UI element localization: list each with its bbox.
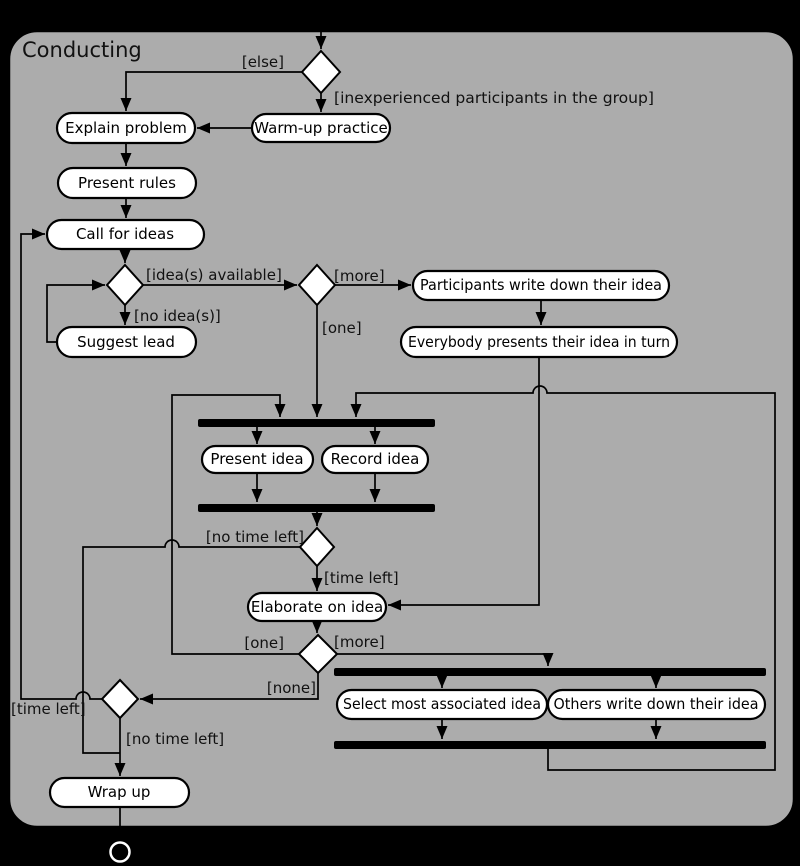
- fork-bar-associate: [334, 668, 766, 676]
- join-bar-associate: [334, 741, 766, 749]
- activity-select-most-associated: Select most associated idea: [335, 688, 549, 721]
- activity-label: Suggest lead: [77, 333, 175, 351]
- decision-time-left: [298, 526, 336, 568]
- activity-label: Present idea: [210, 450, 303, 468]
- activity-present-rules: Present rules: [56, 166, 198, 200]
- activity-label: Call for ideas: [76, 225, 174, 243]
- activity-others-write-down: Others write down their idea: [546, 688, 767, 721]
- guard-more-elaborate: [more]: [334, 633, 385, 651]
- activity-label: Record idea: [331, 450, 420, 468]
- guard-one-write: [one]: [322, 319, 362, 337]
- activity-explain-problem: Explain problem: [55, 111, 197, 145]
- activity-label: Everybody presents their idea in turn: [408, 333, 670, 351]
- decision-end-time: [100, 678, 140, 720]
- activity-label: Others write down their idea: [554, 695, 759, 713]
- edge-suggest-loop: [46, 279, 105, 343]
- activity-present-idea: Present idea: [200, 444, 315, 475]
- guard-no-time-left-end: [no time left]: [126, 730, 224, 748]
- activity-elaborate-on-idea: Elaborate on idea: [246, 591, 388, 623]
- decision-experience: [300, 49, 342, 95]
- edge-everybody-to-elaborate: [388, 357, 540, 611]
- edge-one-elaborate-to-fork: [171, 394, 299, 655]
- guard-ideas-available: [idea(s) available]: [146, 266, 282, 284]
- activity-label: Warm-up practice: [254, 119, 387, 137]
- edge-else: [120, 71, 302, 111]
- edges-layer: [20, 32, 776, 828]
- activity-label: Wrap up: [88, 783, 151, 801]
- fork-bar-present-record: [198, 419, 435, 427]
- decision-elaborate-count: [297, 633, 339, 675]
- decision-ideas-available: [105, 263, 145, 307]
- edge-loop-return-to-fork: [350, 385, 776, 771]
- guard-inexperienced: [inexperienced participants in the group…: [334, 89, 654, 107]
- join-bar-present-record: [198, 504, 435, 512]
- activity-suggest-lead: Suggest lead: [55, 325, 198, 359]
- activity-participants-write: Participants write down their idea: [411, 269, 671, 302]
- guard-one-elaborate: [one]: [244, 634, 284, 652]
- activity-record-idea: Record idea: [320, 444, 430, 475]
- edge-no-time-left-branch: [82, 539, 300, 754]
- guard-else: [else]: [242, 53, 284, 71]
- flow-final-node: [109, 841, 131, 863]
- activity-call-for-ideas: Call for ideas: [45, 218, 206, 251]
- guard-time-left-end: [time left]: [11, 700, 86, 718]
- edge-more-to-fork2: [337, 653, 554, 666]
- diagram-frame: [7, 29, 796, 829]
- activity-label: Explain problem: [65, 119, 187, 137]
- guard-no-time-left-present: [no time left]: [206, 528, 304, 546]
- edge-none: [140, 673, 319, 705]
- decision-more-or-one: [297, 263, 337, 307]
- guard-none-elaborate: [none]: [267, 679, 316, 697]
- edge-time-left-loop-to-call: [20, 228, 102, 700]
- diagram-title: Conducting: [22, 38, 142, 62]
- activity-wrap-up: Wrap up: [48, 776, 191, 809]
- activity-label: Select most associated idea: [343, 695, 541, 713]
- guard-no-ideas: [no idea(s)]: [134, 307, 221, 325]
- guard-more-write: [more]: [334, 267, 385, 285]
- activity-everybody-presents: Everybody presents their idea in turn: [399, 325, 679, 359]
- activity-label: Elaborate on idea: [251, 598, 383, 616]
- guard-time-left-present: [time left]: [324, 569, 399, 587]
- activity-warm-up-practice: Warm-up practice: [250, 112, 392, 144]
- activity-label: Participants write down their idea: [420, 276, 662, 294]
- activity-label: Present rules: [78, 174, 176, 192]
